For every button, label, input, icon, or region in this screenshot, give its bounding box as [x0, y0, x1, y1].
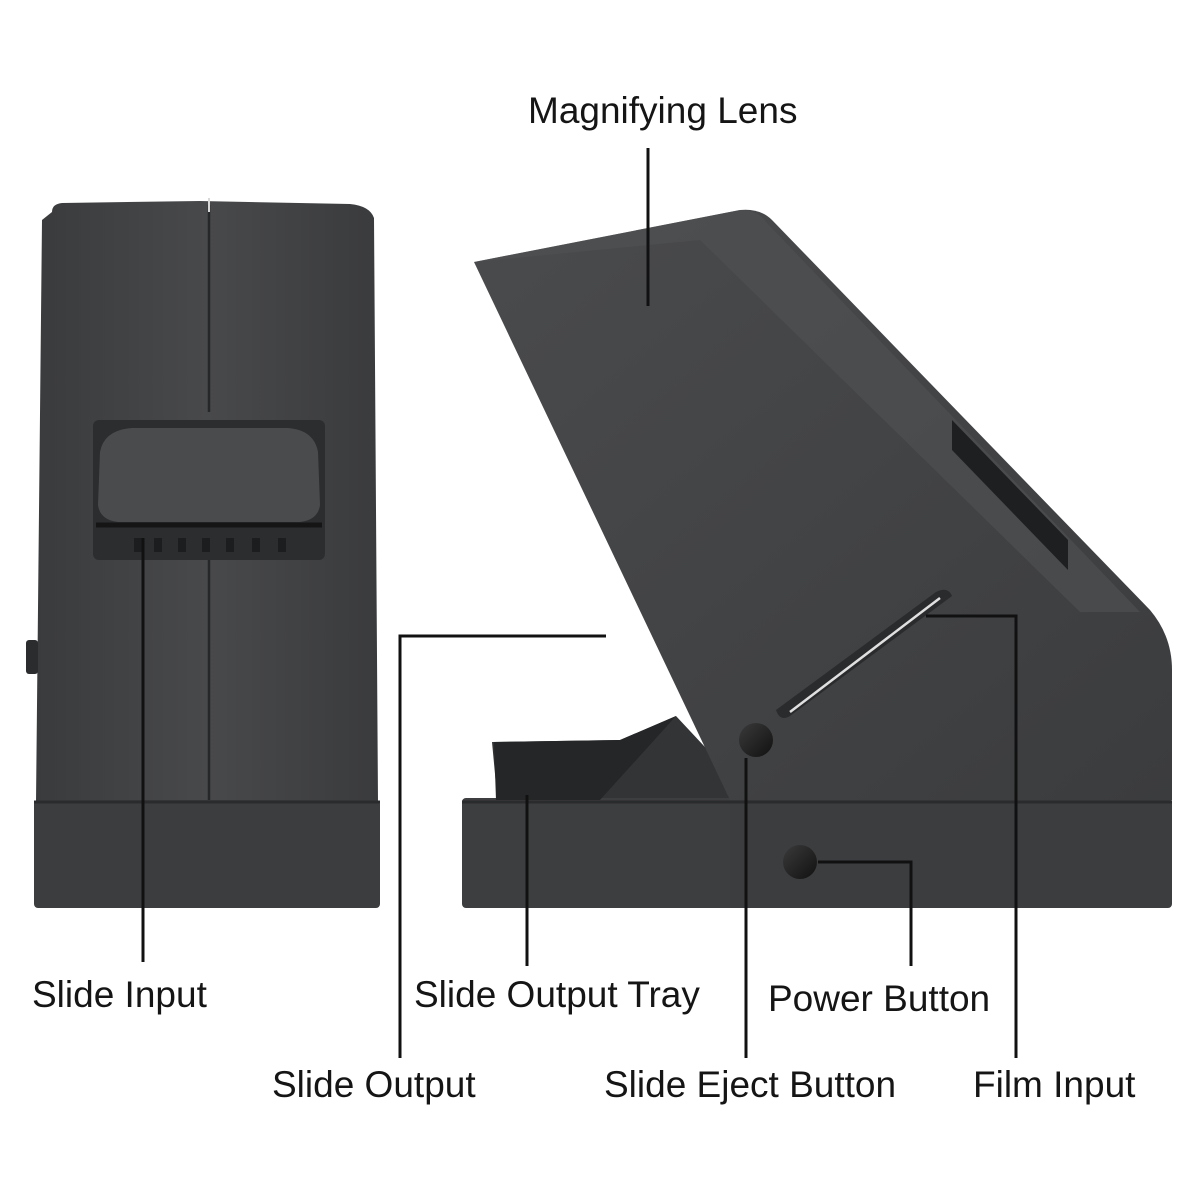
side-view-angled-housing	[474, 209, 1172, 800]
label-slide-input: Slide Input	[32, 974, 207, 1015]
side-view-housing-face	[474, 210, 1140, 612]
slide-input-teeth	[134, 538, 286, 552]
label-slide-output-tray: Slide Output Tray	[414, 974, 700, 1015]
leader-slide-output	[398, 634, 606, 1058]
slide-eject-button-shape	[739, 723, 773, 757]
label-film-input: Film Input	[973, 1064, 1136, 1105]
slide-output-tray-inner	[494, 716, 676, 800]
side-view-lens-edge	[952, 420, 1068, 570]
leader-film-input	[926, 614, 1018, 1058]
side-view-base	[730, 798, 1172, 908]
label-slide-output: Slide Output	[272, 1064, 476, 1105]
slide-output-tray-front	[462, 798, 762, 908]
power-button-shape	[783, 845, 817, 879]
label-magnifying-lens: Magnifying Lens	[528, 90, 798, 131]
leader-lines	[141, 148, 1018, 1058]
side-view-device	[462, 209, 1172, 908]
front-view-side-button	[26, 640, 38, 674]
slide-input-lip	[98, 428, 320, 522]
label-power-button: Power Button	[768, 978, 991, 1019]
leader-power-button	[818, 860, 913, 966]
front-view-device	[26, 198, 380, 908]
front-view-base	[34, 800, 380, 908]
label-slide-eject-button: Slide Eject Button	[604, 1064, 897, 1105]
film-input-highlight	[789, 597, 941, 713]
